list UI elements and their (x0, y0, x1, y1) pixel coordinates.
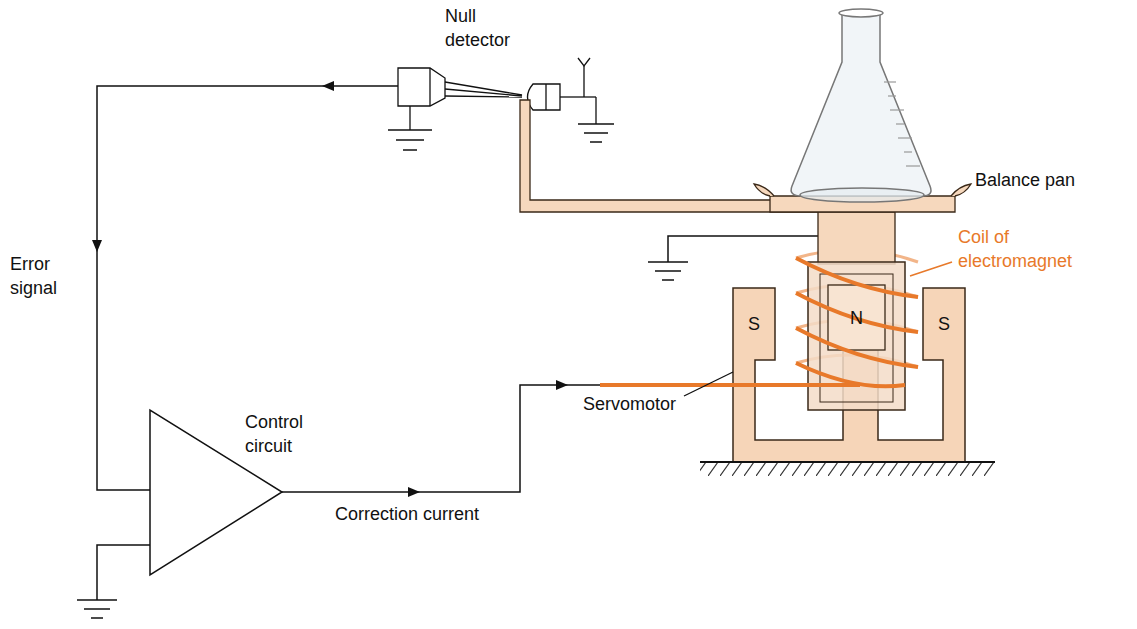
null-detector-symbol (398, 58, 596, 130)
ground-symbol (648, 262, 688, 280)
arrowhead (556, 380, 568, 390)
pan-stem (818, 212, 895, 264)
balance-pan (754, 184, 971, 212)
magnet-core (828, 285, 885, 350)
pole-label: S (938, 312, 950, 336)
coil-front (796, 258, 918, 386)
ground-wire (668, 236, 818, 262)
part-label: Balance pan (975, 168, 1125, 192)
arrowhead (408, 487, 420, 497)
signal-label: Error signal (10, 252, 82, 300)
ground-line (700, 461, 995, 463)
flask (791, 9, 931, 202)
amplifier-triangle (150, 410, 282, 575)
error-signal-wire (97, 86, 398, 490)
part-label: Servomotor (583, 392, 713, 416)
leader-line (910, 262, 952, 276)
ground-wire (97, 545, 150, 600)
pan-beam (520, 100, 818, 212)
leader-line (684, 372, 733, 396)
correction-current-wire (282, 385, 600, 492)
signal-label: Correction current (335, 502, 535, 526)
pole-label: N (850, 306, 863, 330)
ground-symbol (388, 124, 614, 150)
pole-label: S (748, 312, 760, 336)
detector-label: Null detector (445, 4, 535, 52)
coil-lead-wire (600, 383, 860, 387)
circuit-label: Control circuit (245, 410, 330, 458)
arrowhead (322, 81, 334, 91)
ground-hatch (700, 463, 995, 476)
ground-symbol (77, 600, 117, 618)
arrowhead (92, 240, 102, 252)
coil-label: Coil of electromagnet (958, 225, 1088, 273)
